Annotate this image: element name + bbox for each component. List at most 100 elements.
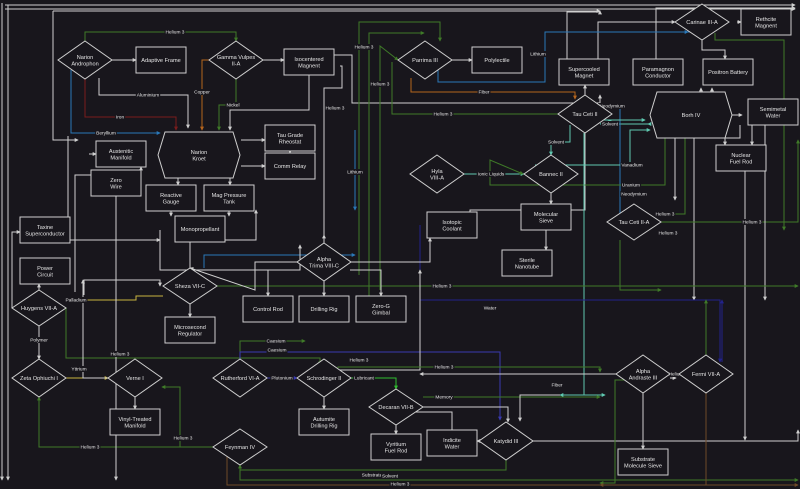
node-decaran-vii-b[interactable]: Decaran VII-B (368, 388, 424, 426)
edge-label: Caesium (267, 339, 286, 345)
node-shape (212, 428, 268, 466)
edge-label: Palladium (65, 298, 86, 304)
node-feynman-iv[interactable]: Feynman IV (212, 428, 268, 466)
node-bannec-ii[interactable]: Bannec II (523, 154, 579, 194)
node-shape (283, 48, 335, 76)
node-label: Tank (223, 199, 235, 205)
node-label: Hyla (431, 169, 443, 175)
edge-label: Helium 3 (433, 284, 452, 290)
edge-label-bg (164, 29, 186, 35)
node-shape (649, 91, 733, 139)
node-shape (355, 295, 407, 323)
node-label: Mag Pressure (212, 193, 247, 199)
edge-81 (239, 351, 502, 421)
edge-label: Solvent (382, 474, 399, 480)
node-positron-battery[interactable]: Positron Battery (702, 58, 754, 86)
edge-58 (65, 295, 163, 302)
edge-label: Caesium (268, 348, 287, 354)
node-borh-iv[interactable]: Borh IV (649, 91, 733, 139)
node-label: Huygens VII-A (21, 306, 57, 312)
node-shape (174, 215, 226, 243)
node-label: Autumite (313, 417, 335, 423)
node-drilling-rig[interactable]: Drilling Rig (298, 295, 350, 323)
node-shape (264, 152, 316, 180)
node-shape (242, 295, 294, 323)
edge-label-bg (265, 338, 287, 344)
node-shape (615, 354, 671, 394)
edge-label-bg (529, 51, 547, 57)
node-parrima-iii[interactable]: Parrima III (397, 40, 453, 80)
node-schrodinger-ii[interactable]: Schrodinger II (296, 358, 352, 398)
edge-label: Helium 3 (111, 352, 130, 358)
node-label: Fuel Rod (385, 448, 408, 454)
edge-label: Helium 3 (371, 82, 390, 88)
node-sheza-vii-c[interactable]: Sheza VII-C (162, 267, 218, 305)
node-shape (558, 58, 610, 86)
node-comm-relay[interactable]: Comm Relay (264, 152, 316, 180)
edge-label-bg (324, 105, 346, 111)
edge-label: Water (484, 306, 497, 312)
edge-label-bg (348, 357, 370, 363)
node-carinae-iii-a[interactable]: Carinae III-A (674, 3, 730, 41)
edge-label-bg (620, 191, 648, 197)
node-shape (212, 358, 268, 398)
edge-51 (583, 133, 606, 397)
edge-label-bg (601, 121, 619, 127)
edge-label-bg (135, 92, 161, 98)
node-label: Regulator (178, 331, 202, 337)
edge-label: Solvent (548, 140, 565, 146)
node-label: Schrodinger II (307, 376, 342, 382)
node-monopropellant[interactable]: Monopropellant (174, 215, 226, 243)
node-label: VIII-A (430, 175, 444, 181)
node-tau-ceti-ii-a[interactable]: Tau Ceti II-A (606, 203, 662, 241)
node-fermi-vii-a[interactable]: Fermi VII-A (678, 354, 734, 394)
node-katydid-iii[interactable]: Katydid III (478, 421, 534, 461)
node-label: Positron Battery (708, 70, 748, 76)
node-label: Verne I (126, 376, 144, 382)
node-adaptive-frame[interactable]: Adaptive Frame (135, 46, 187, 74)
node-rutherford-vi-a[interactable]: Rutherford VI-A (212, 358, 268, 398)
node-huygens-vii-a[interactable]: Huygens VII-A (11, 289, 67, 327)
node-tau-ceti-ii[interactable]: Tau Ceti II (557, 94, 613, 134)
node-zeta-ophiuchi-i[interactable]: Zeta Ophiuchi I (11, 358, 67, 398)
node-verne-i[interactable]: Verne I (107, 358, 163, 398)
edge-46 (535, 128, 651, 166)
node-shape (606, 203, 662, 241)
node-label: Circuit (37, 272, 53, 278)
edge-label-bg (482, 305, 498, 311)
node-polylectile[interactable]: Polylectile (471, 46, 523, 74)
node-control-rod[interactable]: Control Rod (242, 295, 294, 323)
edge-18 (358, 21, 442, 275)
edge-labels-layer: Helium 3AluminiumIronBerylliumCopperNick… (29, 29, 763, 488)
node-label: Wire (110, 184, 122, 190)
